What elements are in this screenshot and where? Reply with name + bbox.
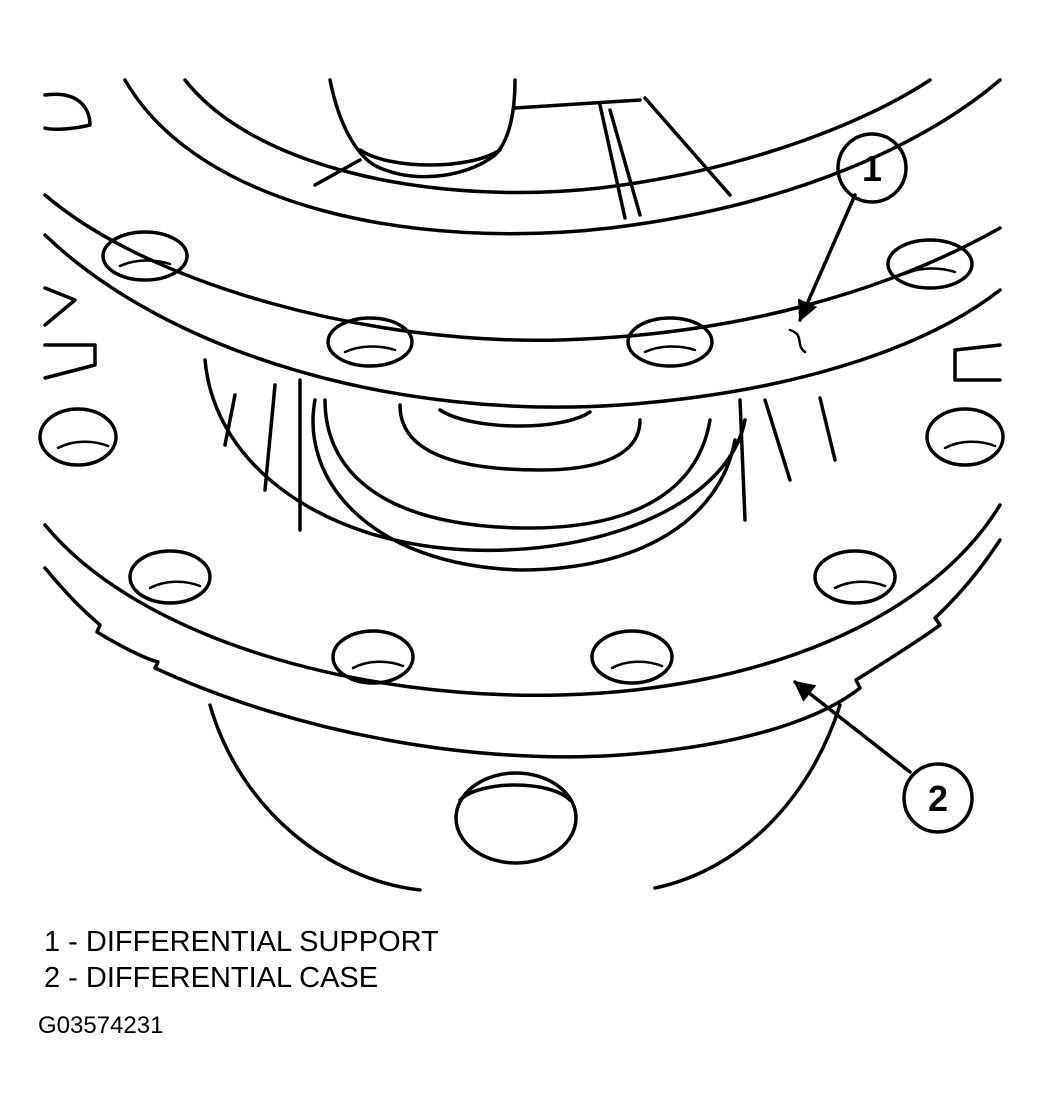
center-hub (203, 358, 837, 572)
differential-illustration: 1 2 (38, 78, 1005, 892)
legend-item-2: 2 - DIFFERENTIAL CASE (44, 962, 379, 994)
figure-id: G03574231 (38, 1012, 164, 1039)
callout-1: 1 (798, 132, 908, 322)
case-bowl (208, 703, 842, 892)
callout-2-circle (902, 762, 974, 834)
legend-item-1: 1 - DIFFERENTIAL SUPPORT (44, 926, 439, 958)
differential-case-ring (38, 92, 1005, 759)
callout-1-number: 1 (862, 148, 882, 189)
upper-gear (123, 78, 1002, 236)
differential-support-ring (43, 193, 1002, 409)
callout-1-circle (836, 132, 908, 204)
legend: 1 - DIFFERENTIAL SUPPORT 2 - DIFFERENTIA… (44, 924, 439, 996)
callout-2: 2 (793, 680, 974, 834)
callout-2-number: 2 (928, 778, 948, 819)
